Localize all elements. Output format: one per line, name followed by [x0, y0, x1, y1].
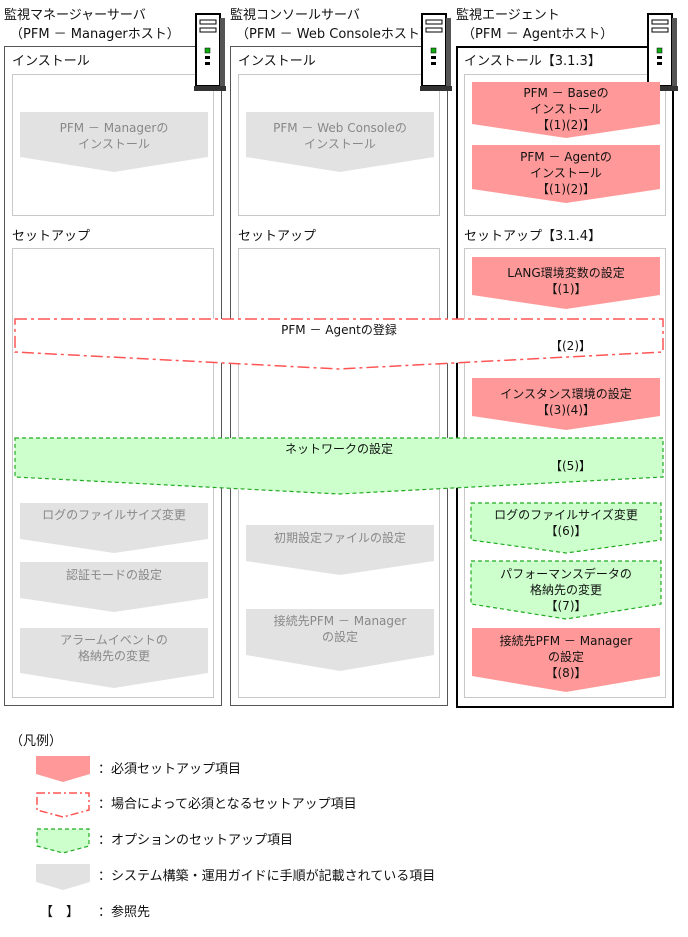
manager-log-size-label: ログのファイルサイズ変更 [42, 508, 186, 522]
console-init-file-step: 初期設定ファイルの設定 [246, 525, 434, 575]
agent-install-label: インストール【3.1.3】 [464, 54, 601, 69]
console-install-label: インストール [238, 54, 316, 69]
legend-required-swatch [36, 756, 90, 782]
console-install-step-label: PFM － Web Consoleの インストール [273, 121, 407, 151]
legend-ref-symbol: 【 】 [40, 905, 80, 920]
console-setup-label: セットアップ [238, 229, 317, 244]
register-agent-ref: 【(2)】 [550, 339, 591, 353]
network-setting-label: ネットワークの設定 [284, 442, 393, 456]
manager-install-step-label: PFM － Managerの インストール [59, 121, 169, 151]
agent-agent-install-label: PFM － Agentの インストール 【(1)(2)】 [520, 150, 612, 196]
register-agent-step: PFM － Agentの登録 【(2)】 [14, 318, 664, 370]
agent-base-install-step: PFM － Baseの インストール 【(1)(2)】 [472, 82, 660, 138]
manager-server-icon [194, 13, 226, 91]
agent-log-size-label: ログのファイルサイズ変更 【(6)】 [494, 508, 638, 538]
agent-perf-store-label: パフォーマンスデータの 格納先の変更 【(7)】 [500, 567, 632, 613]
console-title-line2: （PFM － Web Consoleホスト） [236, 27, 433, 42]
legend-guide-swatch [36, 864, 90, 890]
agent-instance-env-step: インスタンス環境の設定 【(3)(4)】 [472, 378, 660, 430]
legend-optional-text: ：オプションのセットアップ項目 [98, 833, 294, 848]
manager-log-size-step: ログのファイルサイズ変更 [20, 503, 208, 553]
agent-connect-manager-step: 接続先PFM － Manager の設定 【(8)】 [472, 628, 660, 692]
agent-perf-store-step: パフォーマンスデータの 格納先の変更 【(7)】 [470, 560, 662, 620]
manager-install-step: PFM － Managerの インストール [20, 112, 208, 172]
agent-base-install-label: PFM － Baseの インストール 【(1)(2)】 [523, 86, 609, 132]
manager-install-label: インストール [12, 54, 90, 69]
agent-instance-env-label: インスタンス環境の設定 【(3)(4)】 [500, 387, 632, 417]
manager-auth-mode-label: 認証モードの設定 [65, 568, 162, 582]
agent-connect-manager-label: 接続先PFM － Manager の設定 【(8)】 [499, 634, 633, 680]
agent-lang-label: LANG環境変数の設定 【(1)】 [507, 266, 625, 296]
manager-alarm-store-label: アラームイベントの 格納先の変更 [60, 633, 168, 663]
agent-server-icon [646, 13, 678, 91]
console-init-file-label: 初期設定ファイルの設定 [273, 531, 406, 545]
console-install-step: PFM － Web Consoleの インストール [246, 112, 434, 172]
manager-auth-mode-step: 認証モードの設定 [20, 562, 208, 612]
manager-column-title: 監視マネージャーサーバ （PFM － Managerホスト） [4, 6, 180, 44]
manager-title-line2: （PFM － Managerホスト） [10, 27, 180, 42]
agent-title-line1: 監視エージェント [456, 8, 560, 23]
legend-optional-swatch [36, 828, 90, 854]
agent-column-title: 監視エージェント （PFM － Agentホスト） [456, 6, 613, 44]
agent-log-size-step: ログのファイルサイズ変更 【(6)】 [470, 502, 662, 554]
network-setting-step: ネットワークの設定 【(5)】 [14, 437, 664, 495]
legend-guide-text: ：システム構築・運用ガイドに手順が記載されている項目 [98, 869, 436, 884]
manager-alarm-store-step: アラームイベントの 格納先の変更 [20, 628, 208, 688]
legend-conditional-swatch [36, 792, 90, 818]
register-agent-label: PFM － Agentの登録 [281, 323, 397, 337]
legend-ref-text: ：参照先 [98, 905, 151, 920]
legend-title: （凡例） [10, 734, 63, 749]
agent-agent-install-step: PFM － Agentの インストール 【(1)(2)】 [472, 145, 660, 203]
agent-lang-step: LANG環境変数の設定 【(1)】 [472, 257, 660, 309]
manager-setup-label: セットアップ [12, 229, 91, 244]
console-connect-manager-step: 接続先PFM － Manager の設定 [246, 609, 434, 671]
console-column-title: 監視コンソールサーバ （PFM － Web Consoleホスト） [230, 6, 433, 44]
agent-title-line2: （PFM － Agentホスト） [462, 27, 614, 42]
console-connect-manager-label: 接続先PFM － Manager の設定 [273, 614, 407, 644]
console-title-line1: 監視コンソールサーバ [230, 8, 360, 23]
agent-setup-label: セットアップ【3.1.4】 [464, 229, 602, 244]
manager-title-line1: 監視マネージャーサーバ [4, 8, 146, 23]
legend-required-text: ：必須セットアップ項目 [98, 762, 242, 777]
console-server-icon [420, 13, 452, 91]
legend-conditional-text: ：場合によって必須となるセットアップ項目 [98, 797, 357, 812]
network-setting-ref: 【(5)】 [550, 459, 591, 473]
